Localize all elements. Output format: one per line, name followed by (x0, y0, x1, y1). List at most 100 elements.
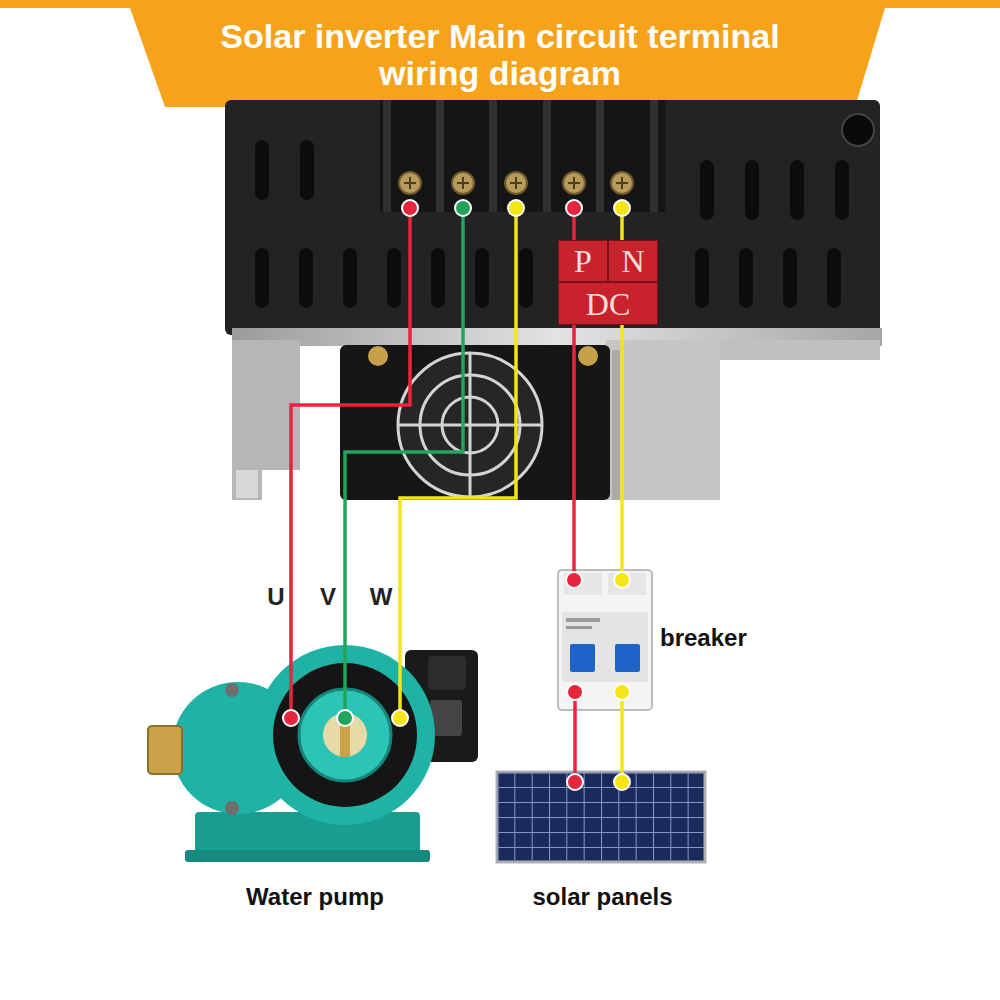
inverter-body-part (700, 160, 714, 220)
cooling-fan-part (398, 353, 542, 497)
inverter-body-part (745, 160, 759, 220)
breaker-picture-part (566, 626, 592, 629)
water-pump-picture-part (185, 850, 430, 862)
solar-panel-picture-part (497, 772, 705, 862)
wire-line (400, 330, 516, 718)
phase-label: U (265, 583, 286, 611)
breaker-picture-part (562, 612, 648, 682)
wire-stubs-part (566, 200, 582, 216)
water-pump-picture-part (148, 726, 182, 774)
wire-stubs-part (461, 208, 465, 331)
inverter-body-part (383, 100, 391, 212)
terminal-dot (283, 710, 299, 726)
wire-stubs-part (508, 200, 524, 216)
breaker-picture-part (564, 573, 602, 595)
title-banner (0, 0, 1000, 107)
cooling-fan (340, 345, 610, 500)
water-pump-picture-part (428, 656, 466, 690)
inverter-body-part (475, 248, 489, 308)
wire-connector (567, 684, 583, 790)
terminal-dot (567, 684, 583, 700)
aluminium-frame-part (720, 340, 880, 360)
terminal-dot (337, 710, 353, 726)
aluminium-frame (232, 328, 882, 500)
inverter-body-part (790, 160, 804, 220)
inverter-body-part (380, 100, 665, 212)
inverter-body-part (695, 248, 709, 308)
inverter-body-part (225, 100, 880, 335)
node-label: breaker (660, 624, 747, 652)
water-pump-picture-part (225, 801, 239, 815)
solar-panels: solar panels (495, 782, 710, 917)
wire-stubs-part (455, 200, 471, 216)
wire-line (620, 692, 624, 782)
inverter-body-part (255, 140, 269, 200)
terminal-label: P (558, 240, 608, 282)
node-label: Water pump (246, 883, 384, 911)
inverter-body-part (489, 100, 497, 212)
inverter-body-part (299, 248, 313, 308)
solar-panel-picture-part (497, 772, 705, 862)
inverter-body-part (842, 114, 874, 146)
phase-label: V (318, 583, 338, 611)
terminal-screws-part (404, 177, 628, 189)
terminal-label: N (608, 240, 658, 282)
terminal-dot (614, 774, 630, 790)
wire-line (572, 330, 576, 580)
terminal-dot (567, 774, 583, 790)
cooling-fan-part (578, 346, 598, 366)
inverter-body (225, 100, 880, 335)
inverter-body-part (835, 160, 849, 220)
wire-connector (566, 330, 582, 588)
inverter-body-part (827, 248, 841, 308)
wire-stubs-part (402, 200, 418, 216)
node-label: solar panels (532, 883, 672, 911)
inverter-body-part (783, 248, 797, 308)
water-pump: Water pump (145, 718, 485, 918)
terminal-screws (399, 172, 633, 194)
terminal-dot (566, 572, 582, 588)
inverter-body-part (387, 248, 401, 308)
title: Solar inverter Main circuit terminal wir… (190, 18, 810, 93)
cooling-fan-part (340, 345, 610, 500)
breaker-picture (558, 570, 652, 710)
wire-line (573, 692, 577, 782)
terminal-dot (614, 684, 630, 700)
wire-connector (392, 330, 516, 726)
inverter-body-part (519, 248, 533, 308)
inverter-body-part (543, 100, 551, 212)
terminal-dot (614, 572, 630, 588)
breaker-picture-part (558, 570, 652, 710)
breaker-picture-part (566, 618, 600, 622)
title-banner-part (0, 0, 1000, 107)
inverter-body-part (431, 248, 445, 308)
inverter-body-part (343, 248, 357, 308)
wire-line (620, 330, 624, 580)
inverter-terminals: PNDC (393, 192, 663, 330)
phase-label: W (368, 583, 395, 611)
inverter-body-part (300, 140, 314, 200)
wire-line (345, 330, 463, 718)
water-pump-picture-part (225, 683, 239, 697)
cooling-fan-part (398, 353, 542, 497)
water-pump-picture (148, 645, 478, 862)
wire-stubs-part (514, 208, 518, 331)
wire-connector (614, 330, 630, 588)
inverter-body-part (255, 248, 269, 308)
breaker-picture-part (570, 644, 595, 672)
inverter-body-part (596, 100, 604, 212)
inverter-body-part (650, 100, 658, 212)
solar-panel-picture (497, 772, 705, 862)
wire-stubs-part (614, 200, 630, 216)
breaker-picture-part (608, 573, 646, 595)
breaker: breaker (555, 580, 785, 692)
wire-connector (614, 684, 630, 790)
wire-line (291, 330, 410, 718)
cooling-fan-part (398, 353, 542, 497)
aluminium-frame-part (612, 350, 620, 500)
terminal-label: DC (558, 282, 658, 325)
inverter-body-part (739, 248, 753, 308)
